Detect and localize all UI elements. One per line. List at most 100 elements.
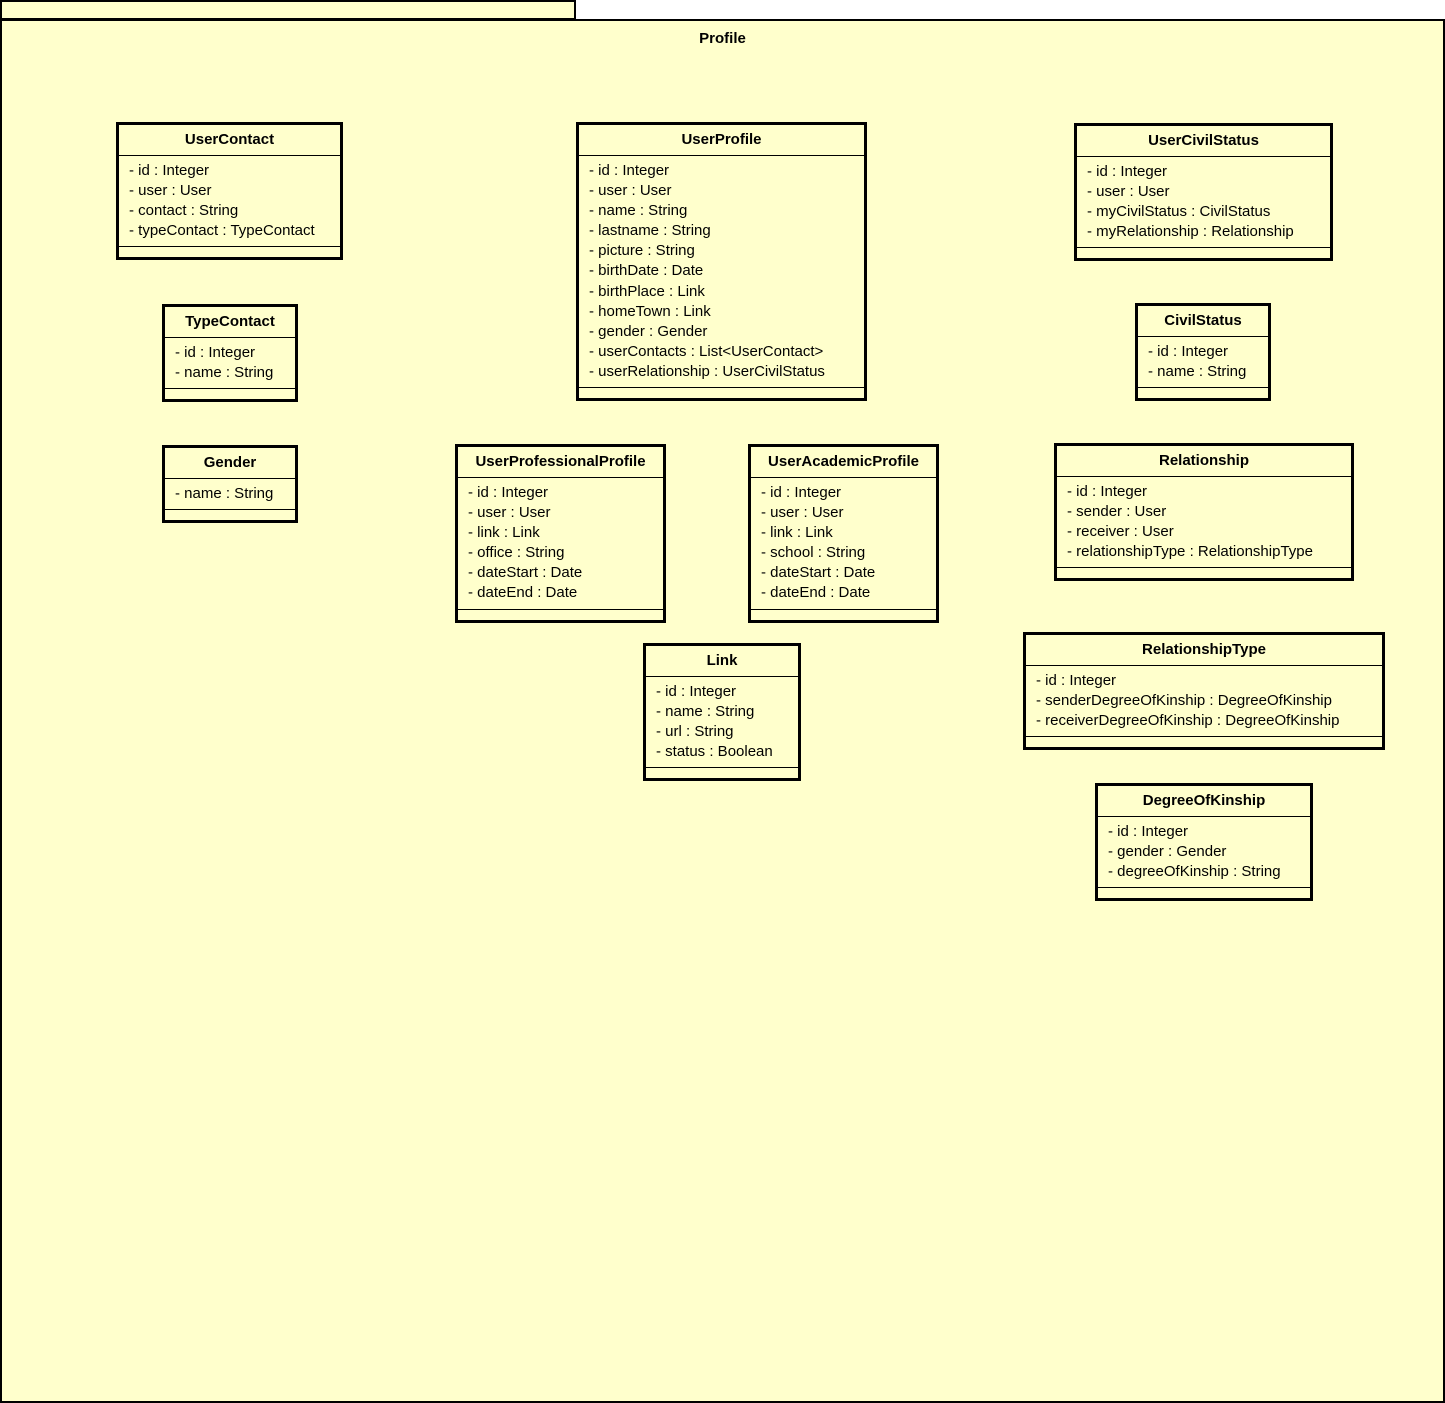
class-attributes: - id : Integer - user : User - contact : S…: [119, 156, 340, 248]
class-attributes: - id : Integer - sender : User - receiver …: [1057, 477, 1351, 569]
class-name: UserContact: [119, 125, 340, 156]
class-relationship[interactable]: Relationship - id : Integer - sender : Us…: [1054, 443, 1354, 582]
class-attributes: - id : Integer - gender : Gender - degreeO…: [1098, 817, 1310, 889]
class-name: UserProfile: [579, 125, 864, 156]
class-operations: [165, 510, 295, 520]
class-attribute: - link : Link: [468, 524, 540, 542]
class-attribute: - id : Integer: [589, 162, 670, 179]
class-operations: [458, 610, 663, 620]
class-attribute: - name : String: [175, 485, 274, 502]
class-attributes: - id : Integer - user : User - myCivilStat…: [1077, 157, 1330, 249]
class-attribute: - school : String: [761, 544, 866, 562]
class-name: CivilStatus: [1138, 306, 1268, 337]
class-operations: [646, 768, 798, 778]
class-gender[interactable]: Gender - name : String: [162, 445, 298, 524]
class-attributes: - id : Integer - user : User - link : Link…: [458, 478, 663, 610]
class-attributes: - id : Integer - senderDegreeOfKinship : …: [1026, 666, 1382, 738]
class-attributes: - id : Integer - user : User - name : Stri…: [579, 156, 864, 389]
class-attributes: - id : Integer - name : String: [1138, 337, 1268, 389]
class-attribute: - gender : Gender: [589, 322, 708, 340]
class-attribute: - url : String: [656, 723, 734, 741]
class-operations: [1026, 737, 1382, 747]
class-attribute: - user : User: [129, 182, 212, 200]
class-attribute: - relationshipType : RelationshipType: [1067, 543, 1313, 561]
class-typecontact[interactable]: TypeContact - id : Integer - name : Strin…: [162, 304, 298, 403]
class-attribute: - office : String: [468, 544, 565, 562]
class-attribute: - dateStart : Date: [761, 564, 876, 582]
class-attribute: - birthDate : Date: [589, 262, 704, 280]
class-attribute: - name : String: [1148, 363, 1247, 381]
class-name: Link: [646, 646, 798, 677]
class-attribute: - id : Integer: [468, 484, 549, 501]
class-name: RelationshipType: [1026, 635, 1382, 666]
class-name: DegreeOfKinship: [1098, 786, 1310, 817]
class-attributes: - id : Integer - name : String - url : Str…: [646, 677, 798, 769]
class-attribute: - dateEnd : Date: [468, 584, 578, 602]
class-attribute: - user : User: [761, 504, 844, 522]
class-attributes: - id : Integer - user : User - link : Link…: [751, 478, 936, 610]
class-name: Relationship: [1057, 446, 1351, 477]
class-operations: [1057, 568, 1351, 578]
class-name: TypeContact: [165, 307, 295, 338]
class-attribute: - receiver : User: [1067, 523, 1174, 541]
class-usercontact[interactable]: UserContact - id : Integer- user : User-…: [116, 122, 343, 261]
class-attribute: - myRelationship : Relationship: [1087, 223, 1294, 241]
class-name: UserAcademicProfile: [751, 447, 936, 478]
class-attribute: - myCivilStatus : CivilStatus: [1087, 203, 1271, 221]
class-attribute: - id : Integer: [129, 162, 210, 179]
class-attribute: - id : Integer: [1036, 672, 1117, 689]
class-attribute: - sender : User: [1067, 503, 1167, 521]
class-attributes: - id : Integer - name : String: [165, 338, 295, 390]
class-attributes: - name : String: [165, 479, 295, 511]
class-attribute: - contact : String: [129, 202, 239, 220]
class-attribute: - gender : Gender: [1108, 843, 1227, 861]
class-operations: [119, 247, 340, 257]
package-tab: [0, 0, 576, 20]
class-name: UserCivilStatus: [1077, 126, 1330, 157]
class-attribute: - name : String: [589, 202, 688, 220]
class-civilstatus[interactable]: CivilStatus - id : Integer - name : Strin…: [1135, 303, 1271, 402]
class-attribute: - user : User: [589, 182, 672, 200]
class-attribute: - link : Link: [761, 524, 833, 542]
class-userprofessionalprofile[interactable]: UserProfessionalProfile - id : Integer- …: [455, 444, 666, 623]
class-attribute: - dateEnd : Date: [761, 584, 871, 602]
class-attribute: - user : User: [468, 504, 551, 522]
class-attribute: - id : Integer: [761, 484, 842, 501]
class-attribute: - status : Boolean: [656, 743, 773, 761]
class-userprofile[interactable]: UserProfile - id : Integer- user : User-…: [576, 122, 867, 402]
class-operations: [1098, 888, 1310, 898]
class-name: Gender: [165, 448, 295, 479]
class-link[interactable]: Link - id : Integer - name : String - url …: [643, 643, 801, 782]
class-relationshiptype[interactable]: RelationshipType - id : Integer - senderD…: [1023, 632, 1385, 751]
class-degreeofkinship[interactable]: DegreeOfKinship - id : Integer - gender :…: [1095, 783, 1313, 902]
class-attribute: - picture : String: [589, 242, 695, 260]
class-attribute: - userRelationship : UserCivilStatus: [589, 362, 825, 380]
class-attribute: - lastname : String: [589, 222, 711, 240]
class-attribute: - typeContact : TypeContact: [129, 222, 315, 240]
class-useracademicprofile[interactable]: UserAcademicProfile - id : Integer - user…: [748, 444, 939, 623]
class-attribute: - id : Integer: [1067, 483, 1148, 500]
class-operations: [1077, 248, 1330, 258]
class-attribute: - receiverDegreeOfKinship : DegreeOfKins…: [1036, 712, 1340, 730]
class-name: UserProfessionalProfile: [458, 447, 663, 478]
class-usercivilstatus[interactable]: UserCivilStatus - id : Integer - user : U…: [1074, 123, 1333, 262]
class-attribute: - id : Integer: [656, 683, 737, 700]
class-attribute: - id : Integer: [1148, 343, 1229, 360]
class-attribute: - birthPlace : Link: [589, 282, 705, 300]
class-attribute: - name : String: [656, 703, 755, 721]
class-attribute: - id : Integer: [1087, 163, 1168, 180]
class-attribute: - id : Integer: [1108, 823, 1189, 840]
class-attribute: - homeTown : Link: [589, 302, 711, 320]
class-attribute: - userContacts : List<UserContact>: [589, 342, 824, 360]
class-attribute: - senderDegreeOfKinship : DegreeOfKinshi…: [1036, 692, 1332, 710]
class-attribute: - id : Integer: [175, 344, 256, 361]
class-operations: [579, 388, 864, 398]
class-attribute: - dateStart : Date: [468, 564, 583, 582]
class-attribute: - name : String: [175, 364, 274, 382]
class-attribute: - degreeOfKinship : String: [1108, 863, 1281, 881]
class-attribute: - user : User: [1087, 183, 1170, 201]
package-name: Profile: [699, 30, 746, 47]
class-operations: [165, 389, 295, 399]
class-operations: [751, 610, 936, 620]
